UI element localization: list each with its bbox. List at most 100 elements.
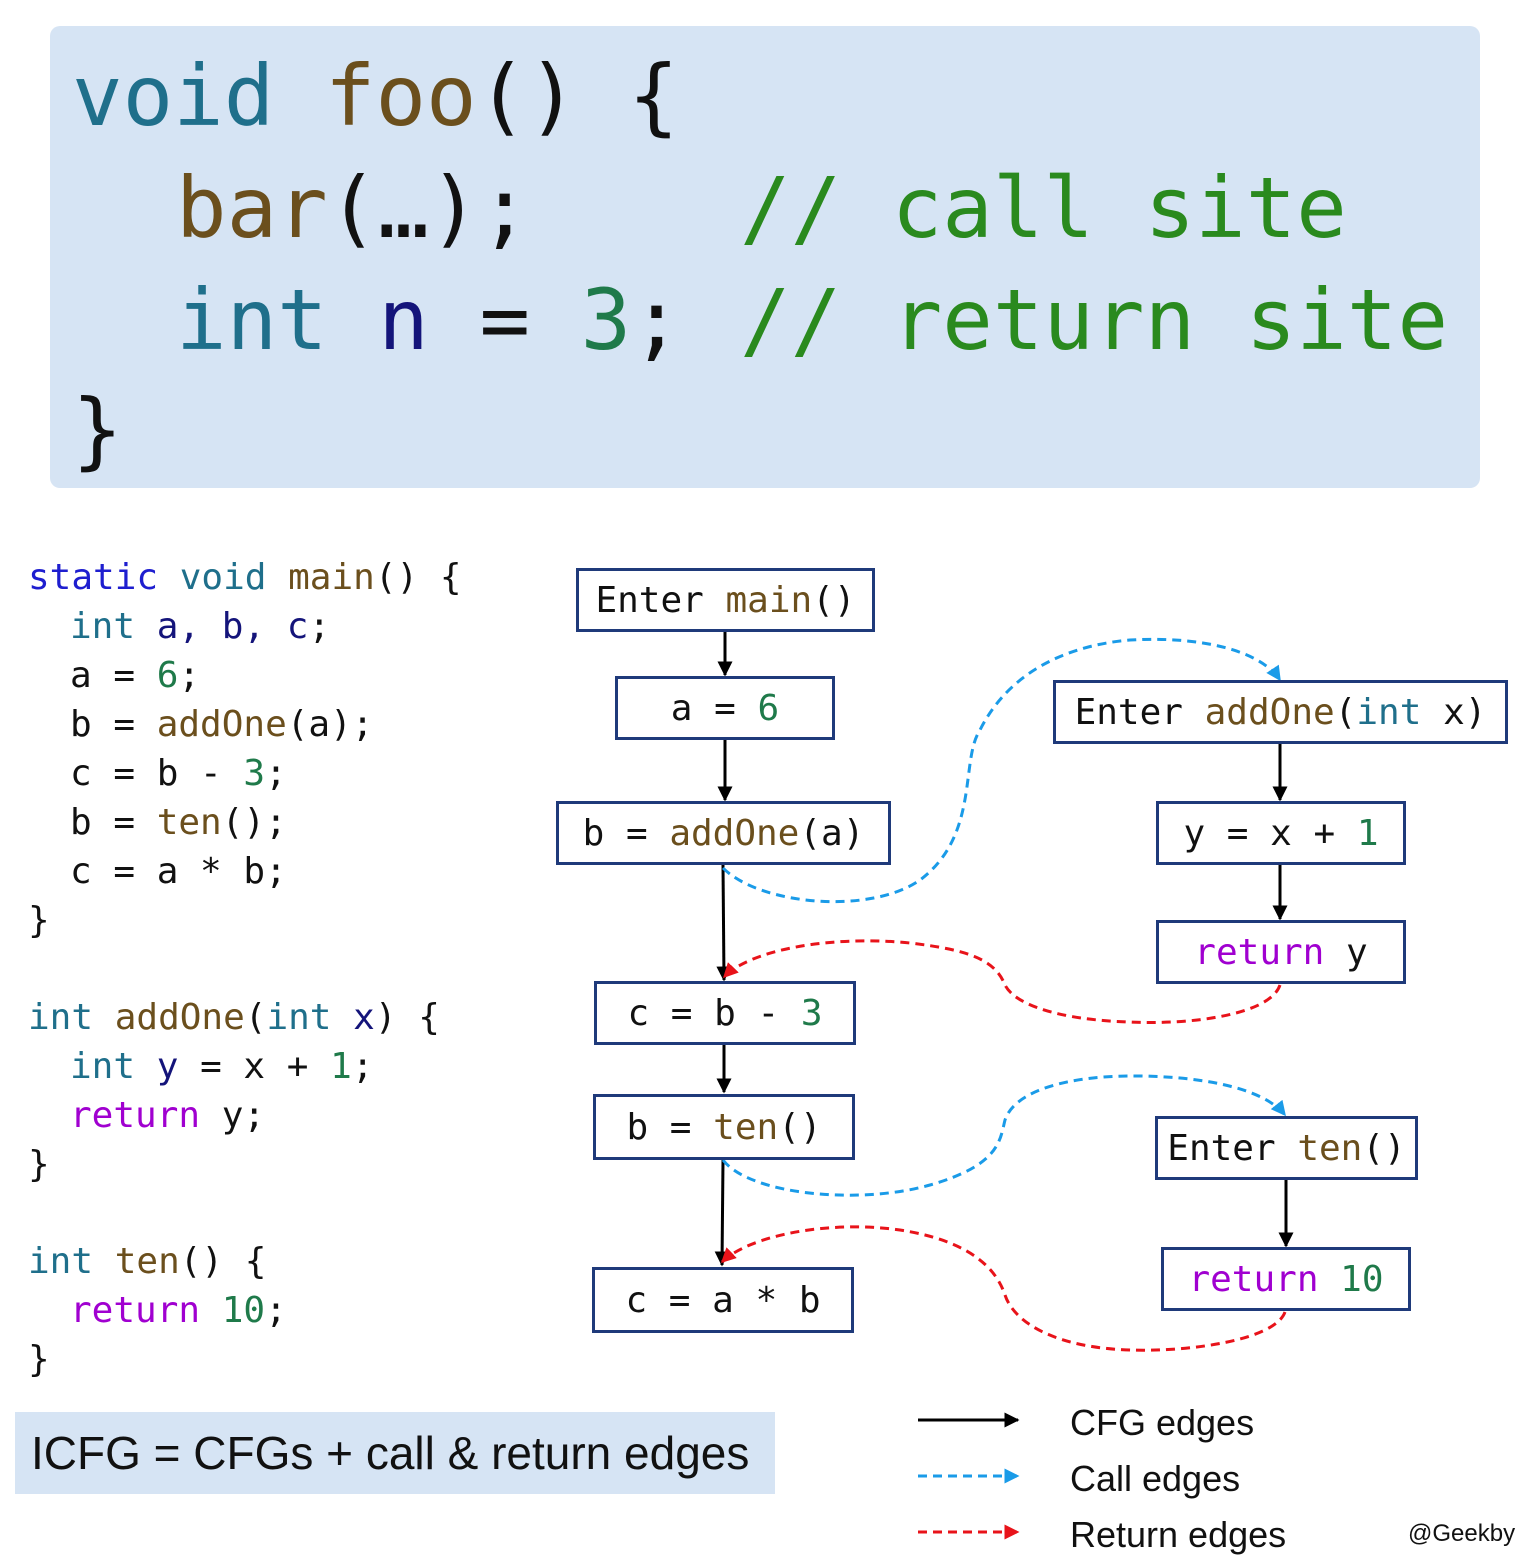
- code-line-4: }: [72, 381, 123, 479]
- node-return-y: return y: [1156, 920, 1406, 984]
- main-line-2: b = addOne(a);: [70, 707, 373, 743]
- keyword-int: int: [70, 606, 136, 647]
- number: 3: [580, 271, 632, 369]
- main-close: }: [28, 900, 50, 941]
- node-enter-ten: Enter ten(): [1155, 1116, 1418, 1180]
- code-text: ();: [221, 802, 287, 843]
- addone-line-1: int y = x + 1;: [70, 1049, 374, 1085]
- code-text: (a);: [286, 704, 374, 745]
- number: 10: [221, 1290, 266, 1331]
- main-signature: static void main() {: [28, 560, 462, 596]
- code-punct: (: [244, 997, 267, 1038]
- node-text: (): [812, 579, 856, 621]
- function-main: main: [288, 557, 375, 598]
- node-text: y = x +: [1183, 812, 1357, 854]
- code-punct: () {: [476, 47, 679, 145]
- param-x: x: [353, 997, 375, 1038]
- call-edge: [721, 1074, 1287, 1197]
- node-b-addone: b = addOne(a): [556, 801, 891, 865]
- number: 3: [243, 753, 266, 794]
- function-addone: addOne: [114, 997, 245, 1038]
- node-return-10: return 10: [1161, 1247, 1411, 1311]
- keyword-void: void: [72, 47, 275, 145]
- cfg-edge: [714, 1159, 730, 1267]
- comment-call-site: // call site: [740, 159, 1347, 257]
- legend-call-label: Call edges: [1070, 1458, 1241, 1499]
- node-text: x): [1421, 691, 1487, 733]
- return-edge: [722, 939, 1282, 1024]
- code-punct: ;: [178, 655, 201, 696]
- ten-close: }: [28, 1339, 50, 1380]
- node-text: (): [778, 1106, 822, 1148]
- node-text: b =: [626, 1106, 714, 1148]
- code-panel: void foo() { bar(…); // call site int n …: [50, 26, 1480, 488]
- addone-line-2: return y;: [70, 1098, 265, 1134]
- main-line-5: c = a * b;: [70, 851, 287, 892]
- keyword-static: static: [28, 557, 159, 598]
- keyword-return: return: [70, 1290, 201, 1331]
- code-line-2: bar(…);: [176, 166, 530, 250]
- comment-return-site: // return site: [740, 271, 1449, 369]
- main-line-4: b = ten();: [70, 805, 287, 841]
- node-c-b-3: c = b - 3: [594, 981, 856, 1045]
- number: 1: [330, 1046, 352, 1087]
- keyword-int: int: [28, 1241, 94, 1282]
- keyword-int: int: [70, 1046, 136, 1087]
- code-text: b =: [70, 704, 157, 745]
- node-a-6: a = 6: [615, 676, 835, 740]
- code-text: a =: [70, 655, 157, 696]
- node-y-x-1: y = x + 1: [1156, 801, 1406, 865]
- node-text: Enter: [1167, 1127, 1298, 1169]
- code-punct: (…);: [327, 159, 531, 257]
- function-addone: addOne: [669, 812, 800, 854]
- number: 10: [1318, 1258, 1384, 1300]
- number: 6: [757, 687, 780, 729]
- keyword-int: int: [266, 997, 332, 1038]
- code-punct: ;: [351, 1046, 374, 1087]
- number: 6: [156, 655, 179, 696]
- keyword-void: void: [179, 557, 267, 598]
- code-punct: () {: [179, 1241, 267, 1282]
- ten-signature: int ten() {: [28, 1244, 266, 1280]
- node-text: y: [1324, 931, 1368, 973]
- node-enter-addone: Enter addOne(int x): [1053, 680, 1508, 744]
- node-text: (a): [799, 812, 865, 854]
- function-ten: ten: [114, 1241, 180, 1282]
- keyword-return: return: [70, 1095, 201, 1136]
- node-text: (): [1362, 1127, 1406, 1169]
- function-addone: addOne: [156, 704, 287, 745]
- variable-y: y: [156, 1046, 179, 1087]
- function-main: main: [725, 579, 813, 621]
- ten-line-1: return 10;: [70, 1293, 287, 1329]
- addone-signature: int addOne(int x) {: [28, 1000, 440, 1036]
- call-edge: [721, 637, 1282, 904]
- variables: a, b, c: [156, 606, 309, 647]
- function-addone: addOne: [1204, 691, 1335, 733]
- node-enter-main: Enter main(): [576, 568, 875, 632]
- function-ten: ten: [156, 802, 222, 843]
- credit-text: @Geekby: [1408, 1520, 1516, 1547]
- number: 3: [800, 992, 823, 1034]
- code-text: y;: [200, 1095, 266, 1136]
- return-edge: [720, 1225, 1287, 1352]
- code-punct: ;: [631, 271, 682, 369]
- keyword-int: int: [1356, 691, 1422, 733]
- caption-box: ICFG = CFGs + call & return edges: [15, 1412, 775, 1494]
- node-c-a-b: c = a * b: [592, 1267, 854, 1333]
- legend-cfg-label: CFG edges: [1070, 1402, 1255, 1443]
- code-line-3: int n = 3;: [176, 278, 682, 362]
- code-text: b =: [70, 802, 157, 843]
- node-text: Enter: [1074, 691, 1205, 733]
- node-text: a =: [670, 687, 758, 729]
- addone-close: }: [28, 1144, 50, 1185]
- node-text: (: [1334, 691, 1357, 733]
- node-text: Enter: [595, 579, 726, 621]
- code-punct: ;: [308, 606, 331, 647]
- main-line-1: a = 6;: [70, 658, 200, 694]
- code-punct: ;: [265, 753, 287, 794]
- cfg-edge: [716, 864, 732, 982]
- operator: =: [479, 271, 531, 369]
- caption-text: ICFG = CFGs + call & return edges: [31, 1427, 750, 1479]
- node-text: c = b -: [627, 992, 801, 1034]
